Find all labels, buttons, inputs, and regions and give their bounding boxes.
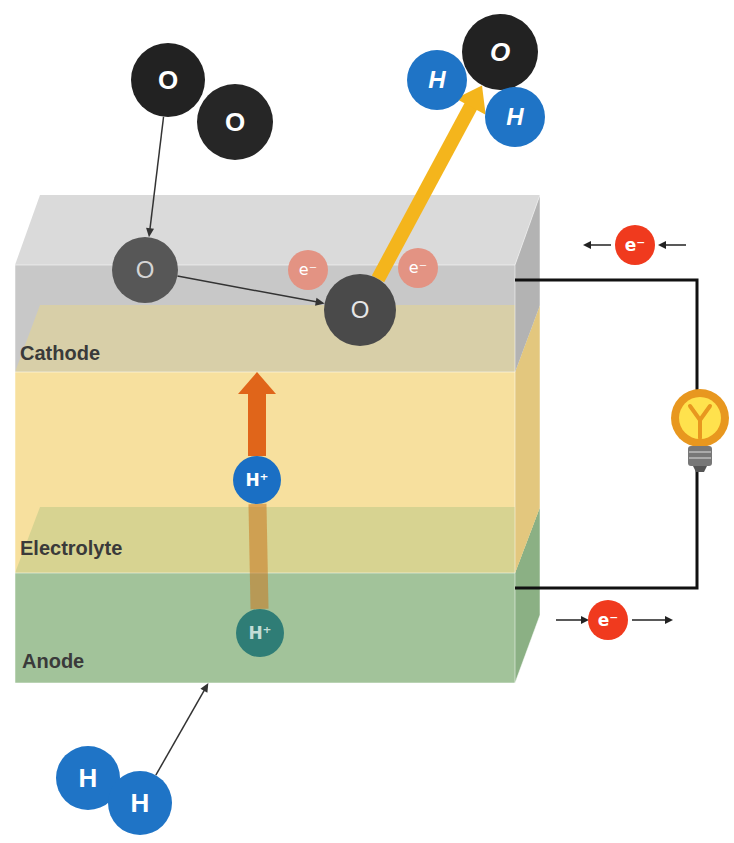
arrowhead	[315, 298, 325, 306]
hydrogen-atom: H	[485, 87, 545, 147]
proton: H⁺	[236, 609, 284, 657]
oxygen-atom: O	[131, 43, 205, 117]
arrowhead	[200, 683, 208, 693]
layer-label: Cathode	[20, 343, 100, 363]
atom-symbol: H	[428, 68, 445, 92]
oxygen-atom: O	[197, 84, 273, 160]
cathode-side	[515, 195, 540, 372]
arrow-shaft	[150, 117, 164, 230]
arrowhead	[238, 372, 276, 394]
atom-symbol: H⁺	[245, 472, 268, 489]
light-bulb	[671, 389, 729, 472]
atom-symbol: H⁺	[248, 625, 271, 642]
electron: e⁻	[398, 248, 438, 288]
layer-label: Electrolyte	[20, 538, 122, 558]
atom-symbol: e⁻	[409, 260, 427, 276]
oxygen-atom: O	[462, 14, 538, 90]
hydrogen-atom: H	[108, 771, 172, 835]
atom-symbol: O	[136, 258, 155, 282]
anode-top-face	[15, 507, 540, 573]
wire	[515, 466, 697, 588]
atom-symbol: H	[506, 105, 523, 129]
electron: e⁻	[288, 250, 328, 290]
flow-arrow	[378, 85, 486, 278]
atom-symbol: e⁻	[598, 612, 619, 629]
wire	[515, 280, 697, 392]
atom-symbol: e⁻	[299, 262, 317, 278]
atom-symbol: O	[490, 39, 510, 65]
flow-arrow	[238, 372, 276, 456]
atom-symbol: O	[351, 298, 370, 322]
oxygen-atom: O	[112, 237, 178, 303]
cathode-top-face	[15, 195, 540, 265]
electrolyte-top-face	[15, 305, 540, 372]
atom-symbol: H	[79, 765, 98, 791]
arrow-shaft	[248, 390, 266, 456]
atom-symbol: H	[131, 790, 150, 816]
proton: H⁺	[233, 456, 281, 504]
electrolyte-layer: Electrolyte H⁺	[15, 372, 540, 573]
arrow-shaft	[156, 689, 205, 775]
oxygen-atom: O	[324, 274, 396, 346]
cathode-layer: Cathode Oe⁻ e⁻ O	[15, 195, 540, 372]
slab-edges	[15, 195, 540, 683]
atom-symbol: O	[158, 67, 178, 93]
hydrogen-atom: H	[407, 50, 467, 110]
layer-label: Anode	[22, 651, 84, 671]
flow-arrow	[146, 117, 163, 238]
electron: e⁻	[615, 225, 655, 265]
anode-layer: Anode H⁺	[15, 573, 540, 683]
atom-symbol: e⁻	[625, 237, 646, 254]
electron-flow-arrows	[556, 241, 686, 624]
flow-arrow	[156, 683, 209, 775]
atom-symbol: O	[225, 109, 245, 135]
flow-arrow	[257, 504, 259, 609]
electron: e⁻	[588, 600, 628, 640]
arrowhead	[146, 228, 154, 237]
arrow-shaft	[257, 504, 259, 609]
